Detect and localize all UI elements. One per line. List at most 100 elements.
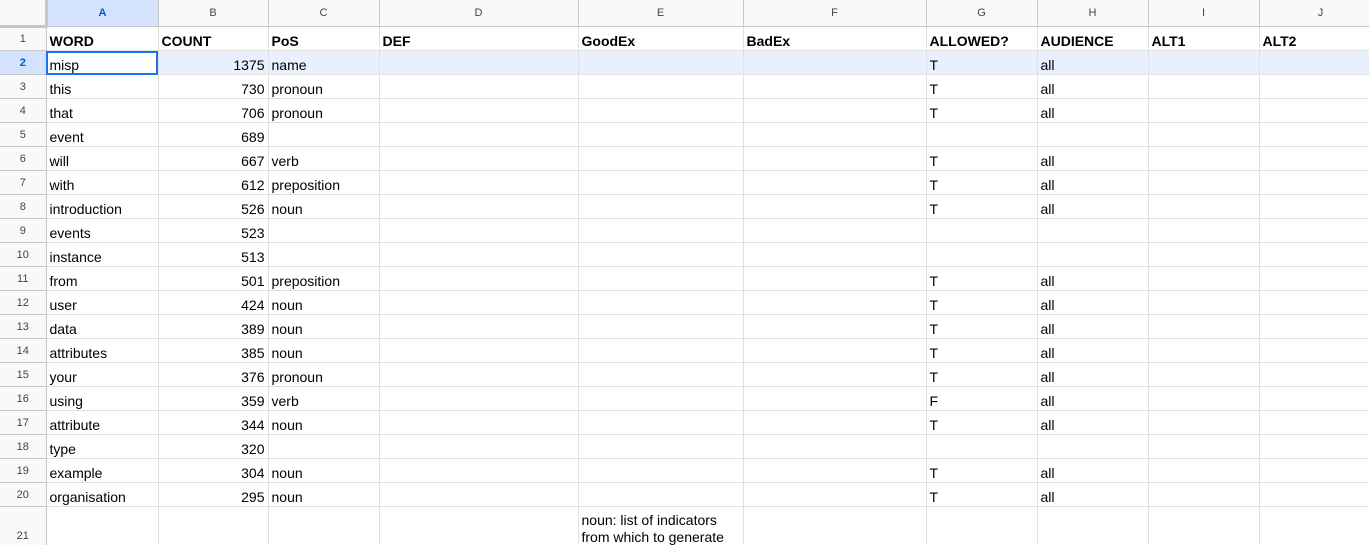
cell-badex[interactable] — [743, 98, 927, 123]
cell-count[interactable]: 730 — [158, 74, 269, 99]
cell-count[interactable]: 501 — [158, 266, 269, 291]
cell-allowed[interactable]: F — [926, 386, 1038, 411]
cell-badex[interactable] — [743, 194, 927, 219]
cell-audience[interactable]: all — [1037, 98, 1149, 123]
header-cell-pos[interactable]: PoS — [268, 26, 380, 51]
cell-badex[interactable] — [743, 386, 927, 411]
cell-badex[interactable] — [743, 122, 927, 147]
cell-alt2[interactable] — [1259, 98, 1369, 123]
cell-pos[interactable] — [268, 242, 380, 267]
cell-audience[interactable]: all — [1037, 266, 1149, 291]
cell-goodex[interactable] — [578, 434, 744, 459]
cell-allowed[interactable]: T — [926, 50, 1038, 75]
cell-def[interactable] — [379, 386, 579, 411]
cell-pos[interactable]: preposition — [268, 170, 380, 195]
cell-allowed[interactable]: T — [926, 146, 1038, 171]
cell-allowed[interactable]: T — [926, 410, 1038, 435]
row-header[interactable]: 20 — [0, 482, 47, 507]
cell-badex[interactable] — [743, 242, 927, 267]
cell-def[interactable] — [379, 194, 579, 219]
cell-word[interactable]: that — [46, 98, 159, 123]
cell-pos[interactable] — [268, 218, 380, 243]
cell-def[interactable] — [379, 266, 579, 291]
cell-goodex[interactable] — [578, 314, 744, 339]
cell-alt1[interactable] — [1148, 362, 1260, 387]
row-header[interactable]: 17 — [0, 410, 47, 435]
cell-word[interactable]: this — [46, 74, 159, 99]
cell-audience[interactable]: all — [1037, 50, 1149, 75]
cell-count[interactable]: 706 — [158, 98, 269, 123]
header-cell-audience[interactable]: AUDIENCE — [1037, 26, 1149, 51]
cell-word[interactable]: your — [46, 362, 159, 387]
header-cell-alt2[interactable]: ALT2 — [1259, 26, 1369, 51]
cell-audience[interactable] — [1037, 242, 1149, 267]
cell-pos[interactable]: verb — [268, 386, 380, 411]
cell-badex[interactable]: verb: list all the tags — [743, 506, 927, 545]
cell-audience[interactable]: all — [1037, 410, 1149, 435]
cell-count[interactable]: 344 — [158, 410, 269, 435]
cell-allowed[interactable]: T — [926, 194, 1038, 219]
cell-badex[interactable] — [743, 434, 927, 459]
cell-alt1[interactable] — [1148, 194, 1260, 219]
cell-badex[interactable] — [743, 314, 927, 339]
cell-badex[interactable] — [743, 290, 927, 315]
cell-allowed[interactable]: T — [926, 338, 1038, 363]
cell-word[interactable]: misp — [46, 50, 159, 75]
cell-badex[interactable] — [743, 482, 927, 507]
cell-alt1[interactable] — [1148, 314, 1260, 339]
cell-pos[interactable]: pronoun — [268, 74, 380, 99]
cell-badex[interactable] — [743, 458, 927, 483]
row-header[interactable]: 18 — [0, 434, 47, 459]
cell-def[interactable] — [379, 122, 579, 147]
cell-alt2[interactable] — [1259, 122, 1369, 147]
cell-alt1[interactable]: enter — [1148, 506, 1260, 545]
cell-badex[interactable] — [743, 170, 927, 195]
cell-word[interactable]: organisation — [46, 482, 159, 507]
cell-alt2[interactable] — [1259, 194, 1369, 219]
cell-allowed[interactable] — [926, 218, 1038, 243]
cell-alt1[interactable] — [1148, 218, 1260, 243]
column-header-E[interactable]: E — [578, 0, 744, 27]
cell-allowed[interactable]: T — [926, 290, 1038, 315]
cell-count[interactable]: 689 — [158, 122, 269, 147]
cell-alt1[interactable] — [1148, 290, 1260, 315]
cell-count[interactable]: 667 — [158, 146, 269, 171]
cell-pos[interactable]: noun — [268, 194, 380, 219]
cell-pos[interactable]: noun — [268, 482, 380, 507]
cell-allowed[interactable]: T — [926, 74, 1038, 99]
cell-allowed[interactable]: T — [926, 362, 1038, 387]
cell-audience[interactable]: all — [1037, 338, 1149, 363]
cell-alt2[interactable] — [1259, 218, 1369, 243]
column-header-A[interactable]: A — [46, 0, 159, 27]
cell-audience[interactable] — [1037, 218, 1149, 243]
cell-goodex[interactable] — [578, 266, 744, 291]
cell-count[interactable]: 295 — [158, 482, 269, 507]
cell-count[interactable]: 513 — [158, 242, 269, 267]
cell-pos[interactable] — [268, 434, 380, 459]
row-header[interactable]: 3 — [0, 74, 47, 99]
cell-pos[interactable]: noun — [268, 314, 380, 339]
cell-allowed[interactable]: T — [926, 314, 1038, 339]
cell-goodex[interactable] — [578, 50, 744, 75]
cell-alt2[interactable] — [1259, 410, 1369, 435]
cell-def[interactable] — [379, 50, 579, 75]
cell-pos[interactable] — [268, 122, 380, 147]
cell-audience[interactable]: all — [1037, 74, 1149, 99]
row-header[interactable]: 14 — [0, 338, 47, 363]
cell-alt2[interactable]: show — [1259, 506, 1369, 545]
row-header[interactable]: 5 — [0, 122, 47, 147]
cell-goodex[interactable] — [578, 290, 744, 315]
cell-allowed[interactable]: T — [926, 482, 1038, 507]
cell-alt2[interactable] — [1259, 290, 1369, 315]
cell-goodex[interactable] — [578, 98, 744, 123]
row-header[interactable]: 16 — [0, 386, 47, 411]
column-header-D[interactable]: D — [379, 0, 579, 27]
cell-def[interactable] — [379, 74, 579, 99]
cell-def[interactable] — [379, 314, 579, 339]
cell-audience[interactable]: all — [1037, 506, 1149, 545]
row-header[interactable]: 11 — [0, 266, 47, 291]
cell-def[interactable] — [379, 146, 579, 171]
cell-pos[interactable]: preposition — [268, 266, 380, 291]
cell-word[interactable]: attributes — [46, 338, 159, 363]
cell-audience[interactable]: all — [1037, 170, 1149, 195]
